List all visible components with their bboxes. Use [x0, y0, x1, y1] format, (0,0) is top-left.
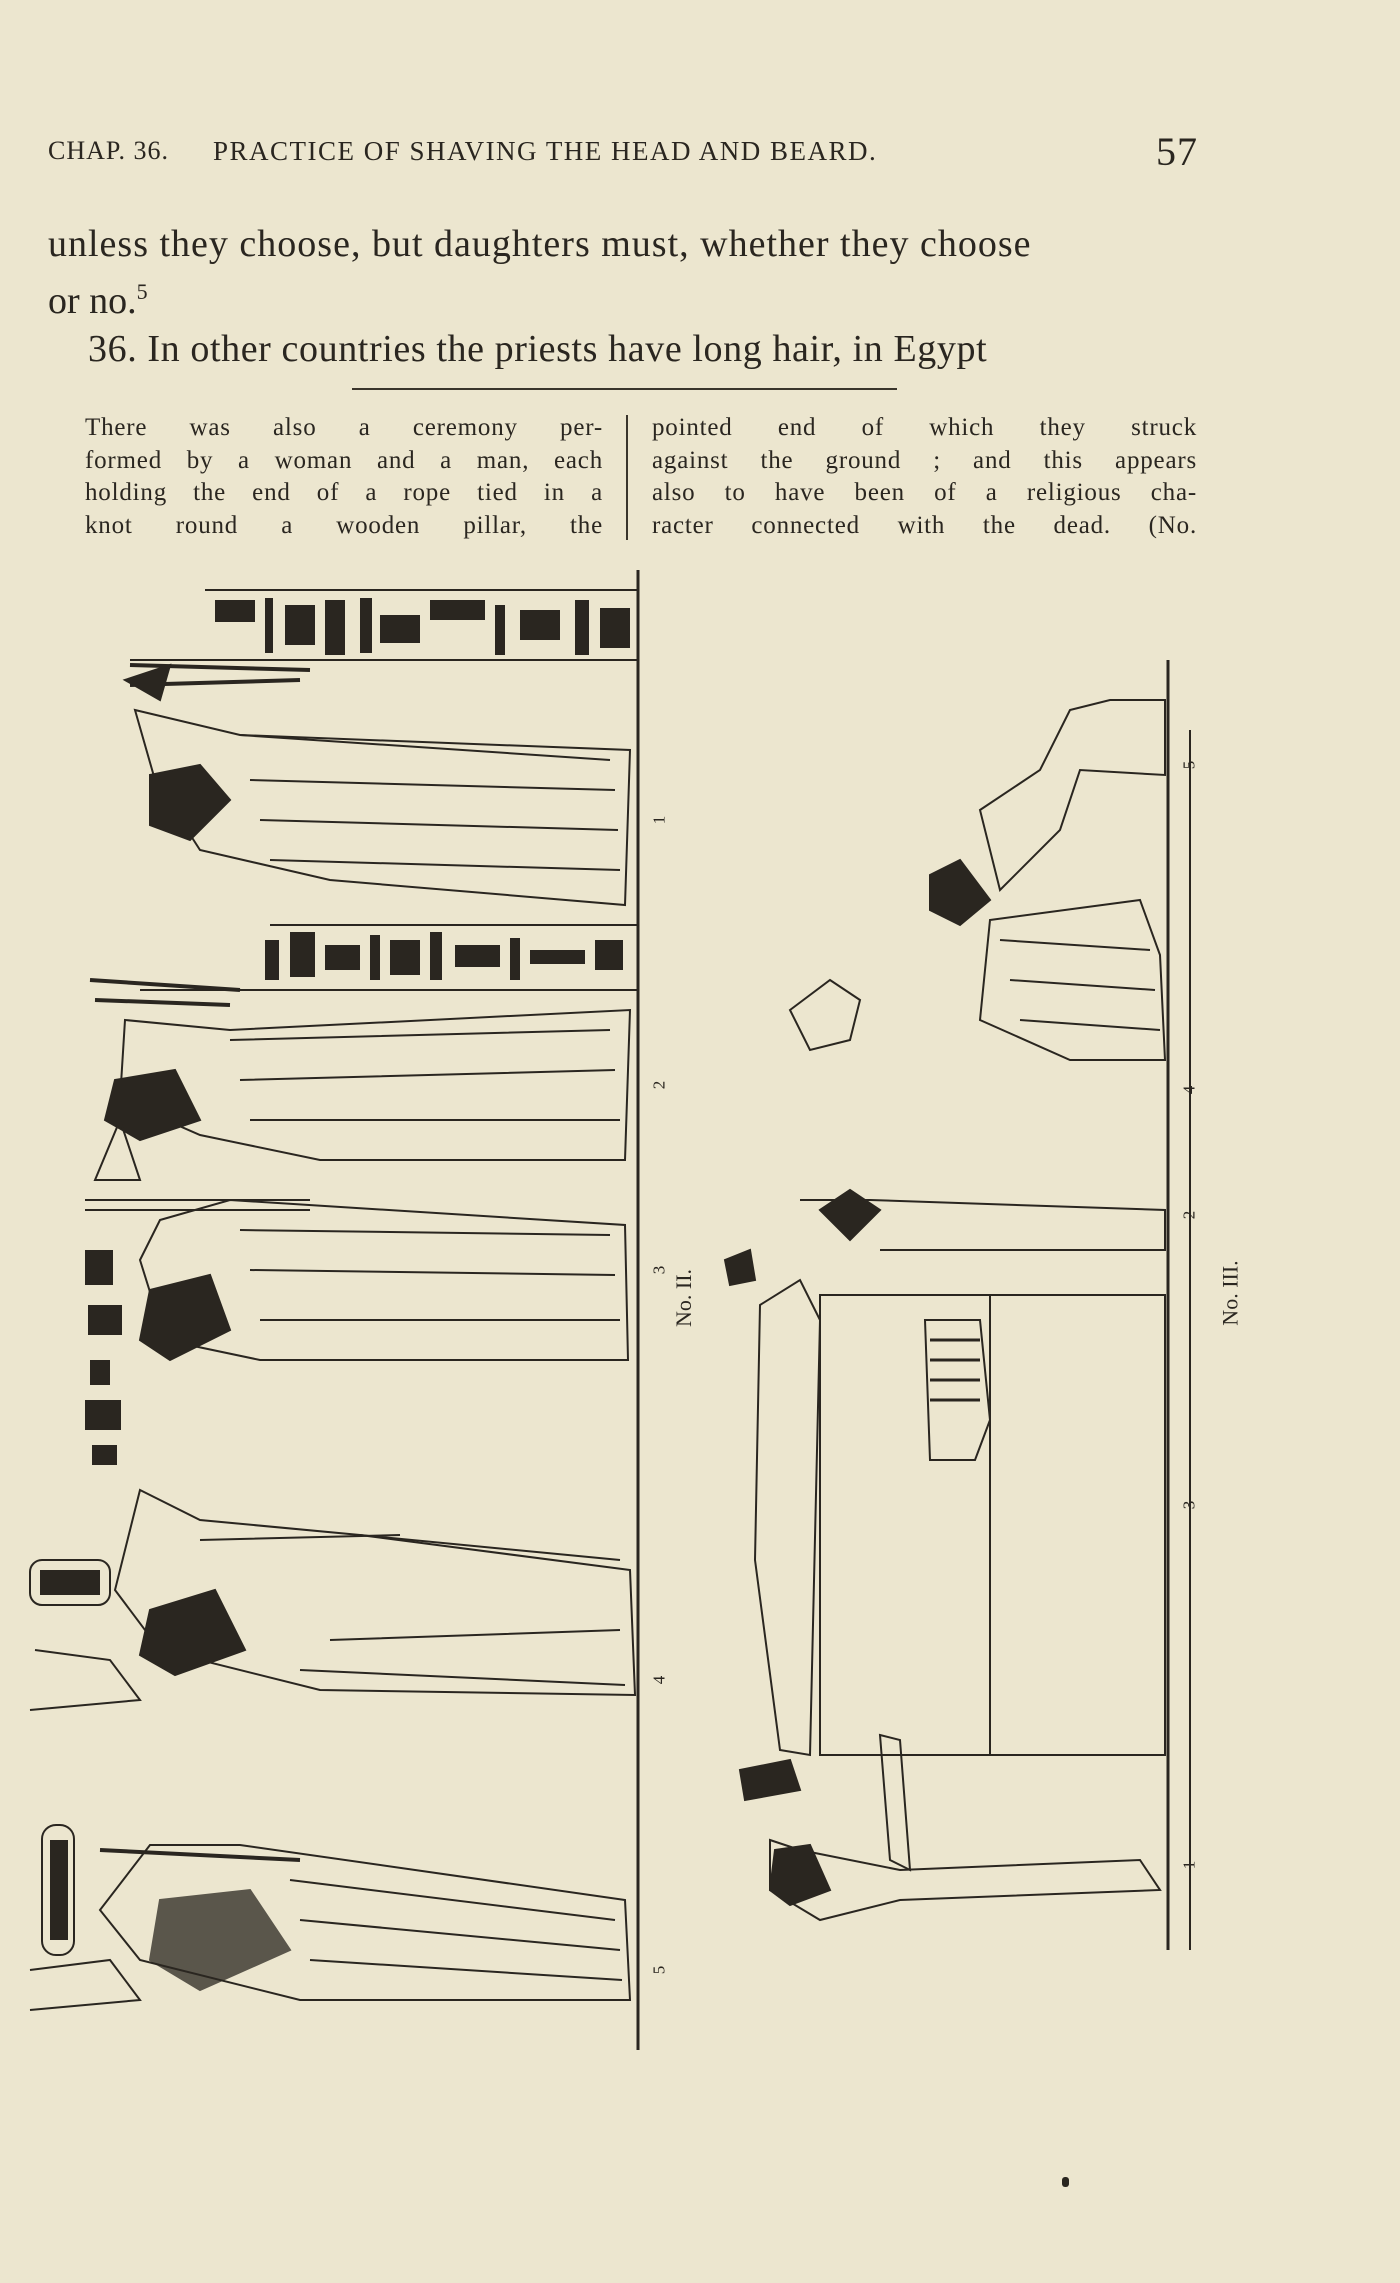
- plate-engraving: [29, 570, 1191, 2050]
- illustration-plate: No. II. No. III. 1 2 3 4 5 5 4 2 3 1: [0, 560, 1400, 2060]
- footnote-right-line: pointed end of which they struck: [652, 414, 1197, 441]
- footnote-right-line: against the ground ; and this appears: [652, 446, 1197, 474]
- figure-4-engraving: [29, 1488, 637, 1711]
- figure-5-engraving: [29, 1844, 632, 2011]
- running-title: PRACTICE OF SHAVING THE HEAD AND BEARD.: [213, 136, 878, 166]
- footnote-left-column: There was also a ceremony per- formed by…: [85, 412, 603, 542]
- footnote-column-divider: [626, 415, 628, 540]
- footnote-left-line: knot round a wooden pillar, the: [85, 511, 603, 539]
- footnote-rule: [352, 388, 897, 390]
- right-number-4: 4: [1179, 1085, 1199, 1095]
- right-number-5: 5: [1179, 760, 1199, 770]
- footnote-left-line: There was also a ceremony per-: [85, 414, 603, 441]
- figure-1-engraving: [122, 663, 632, 907]
- body-line-1: unless they choose, but daughters must, …: [48, 223, 1032, 265]
- left-number-5: 5: [649, 1965, 669, 1975]
- right-number-1: 1: [1179, 1860, 1199, 1870]
- figure-3-engraving: [85, 1117, 630, 1362]
- footnote-right-column: pointed end of which they struck against…: [652, 412, 1197, 542]
- hieroglyph-column: [85, 1250, 122, 1465]
- body-line-3: 36. In other countries the priests have …: [88, 328, 988, 370]
- body-line-2: or no.5: [48, 279, 1200, 322]
- right-number-3: 3: [1179, 1500, 1199, 1510]
- caption-no-2: No. II.: [671, 1268, 697, 1328]
- figure-kneeling-engraving: [738, 1733, 1162, 1922]
- page-number: 57: [1156, 129, 1198, 174]
- left-number-4: 4: [649, 1675, 669, 1685]
- body-line-2-text: or no.: [48, 280, 137, 322]
- hieroglyph-band-1: [215, 598, 630, 655]
- ink-speck: [1062, 2177, 1069, 2187]
- footnote-right-line: racter connected with the dead. (No.: [652, 511, 1197, 539]
- figure-priest-engraving: [788, 699, 1167, 1061]
- footnote-right-line: also to have been of a religious cha-: [652, 479, 1197, 506]
- cartouche-2: [41, 1824, 75, 1956]
- left-number-3: 3: [649, 1265, 669, 1275]
- footnote-left-line: holding the end of a rope tied in a: [85, 479, 603, 506]
- shrine-engraving: [723, 1188, 1166, 1757]
- left-number-2: 2: [649, 1080, 669, 1090]
- figure-2-engraving: [89, 978, 632, 1161]
- right-number-2: 2: [1179, 1210, 1199, 1220]
- caption-no-3: No. III.: [1217, 1260, 1243, 1326]
- chapter-label: CHAP. 36.: [48, 136, 169, 165]
- hieroglyph-band-2: [265, 932, 623, 980]
- running-head: CHAP. 36. PRACTICE OF SHAVING THE HEAD A…: [48, 128, 1198, 178]
- footnote-ref: 5: [136, 279, 148, 304]
- cartouche-1: [29, 1559, 111, 1606]
- footnote-left-line: formed by a woman and a man, each: [85, 446, 603, 474]
- left-number-1: 1: [649, 815, 669, 825]
